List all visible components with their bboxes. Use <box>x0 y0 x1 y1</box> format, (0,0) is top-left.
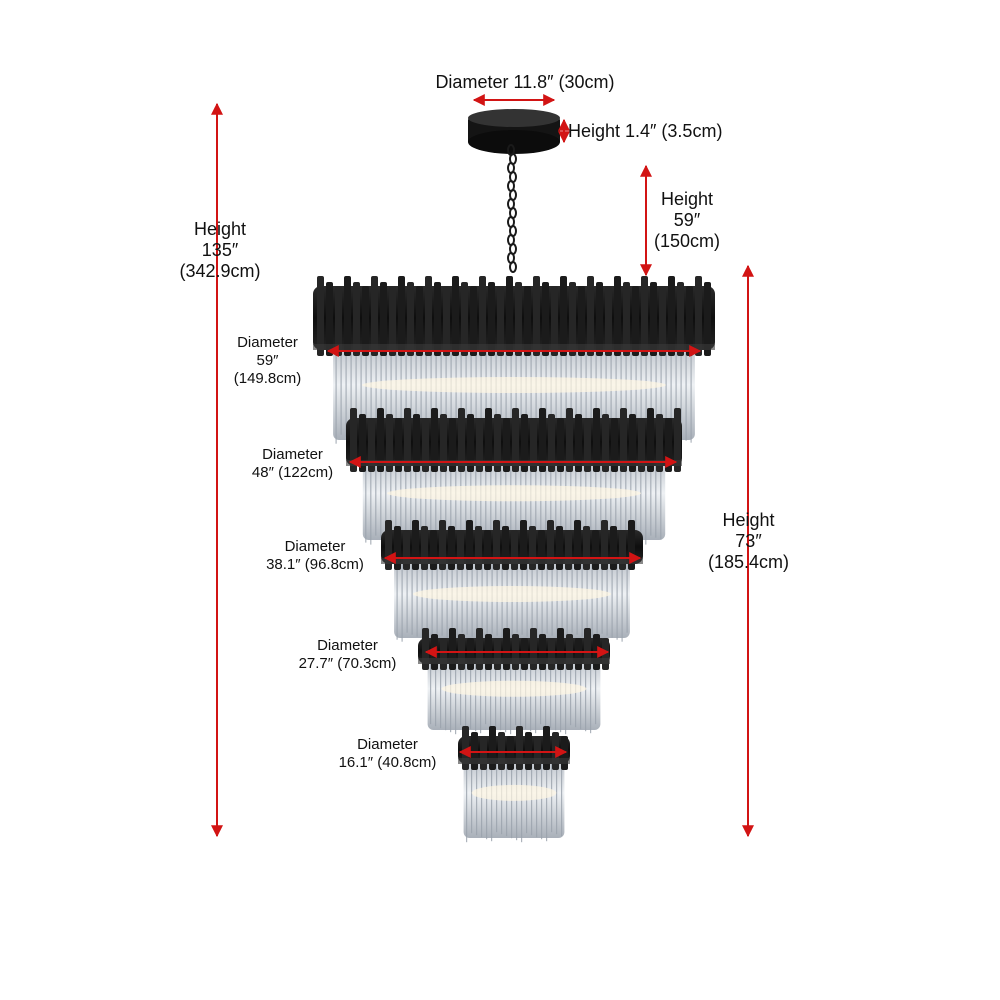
canopy <box>468 109 560 154</box>
overall-height-label: Height 135″ (342.9cm) <box>140 219 300 282</box>
tier-2-size: 48″ (122cm) <box>251 464 334 481</box>
chain-height-inches: 59″ <box>673 210 701 230</box>
tier-5-size: 16.1″ (40.8cm) <box>338 754 437 771</box>
tier-3-diameter-label: Diameter 38.1″ (96.8cm) <box>250 538 380 574</box>
body-height-title: Height <box>722 510 775 530</box>
tier-4-diameter-label: Diameter 27.7″ (70.3cm) <box>275 637 420 673</box>
tier-1-inches: 59″ <box>256 352 279 369</box>
overall-height-inches: 135″ <box>201 240 239 260</box>
tier-5-diameter-label: Diameter 16.1″ (40.8cm) <box>320 736 455 772</box>
tier-1-diameter-label: Diameter 59″ (149.8cm) <box>210 334 325 388</box>
tier-1-cm: (149.8cm) <box>233 370 302 387</box>
tier-1-title: Diameter <box>237 334 298 351</box>
tier-4-size: 27.7″ (70.3cm) <box>298 655 397 672</box>
canopy-diameter-label: Diameter 11.8″ (30cm) <box>435 72 615 92</box>
tier-4 <box>418 628 610 735</box>
tier-4-title: Diameter <box>317 637 378 654</box>
tier-3-size: 38.1″ (96.8cm) <box>266 556 364 573</box>
overall-height-cm: (342.9cm) <box>179 261 261 281</box>
tier-2-title: Diameter <box>262 446 323 463</box>
tier-3 <box>381 520 643 643</box>
tier-3-title: Diameter <box>284 538 346 555</box>
canopy-height-label: Height 1.4″ (3.5cm) <box>568 121 723 141</box>
body-height-label: Height 73″ (185.4cm) <box>676 510 821 573</box>
chain-height-title: Height <box>660 189 714 209</box>
dimension-lines <box>211 94 754 838</box>
tier-1 <box>313 276 715 445</box>
overall-height-title: Height <box>193 219 247 239</box>
chain-height-label: Height 59″ (150cm) <box>622 189 752 252</box>
tier-5 <box>458 726 570 843</box>
body-height-inches: 73″ <box>735 531 762 551</box>
tier-2-diameter-label: Diameter 48″ (122cm) <box>230 446 355 482</box>
tier-5-title: Diameter <box>357 736 418 753</box>
body-height-cm: (185.4cm) <box>707 552 790 572</box>
chain-height-cm: (150cm) <box>653 231 720 251</box>
chain <box>507 144 517 273</box>
